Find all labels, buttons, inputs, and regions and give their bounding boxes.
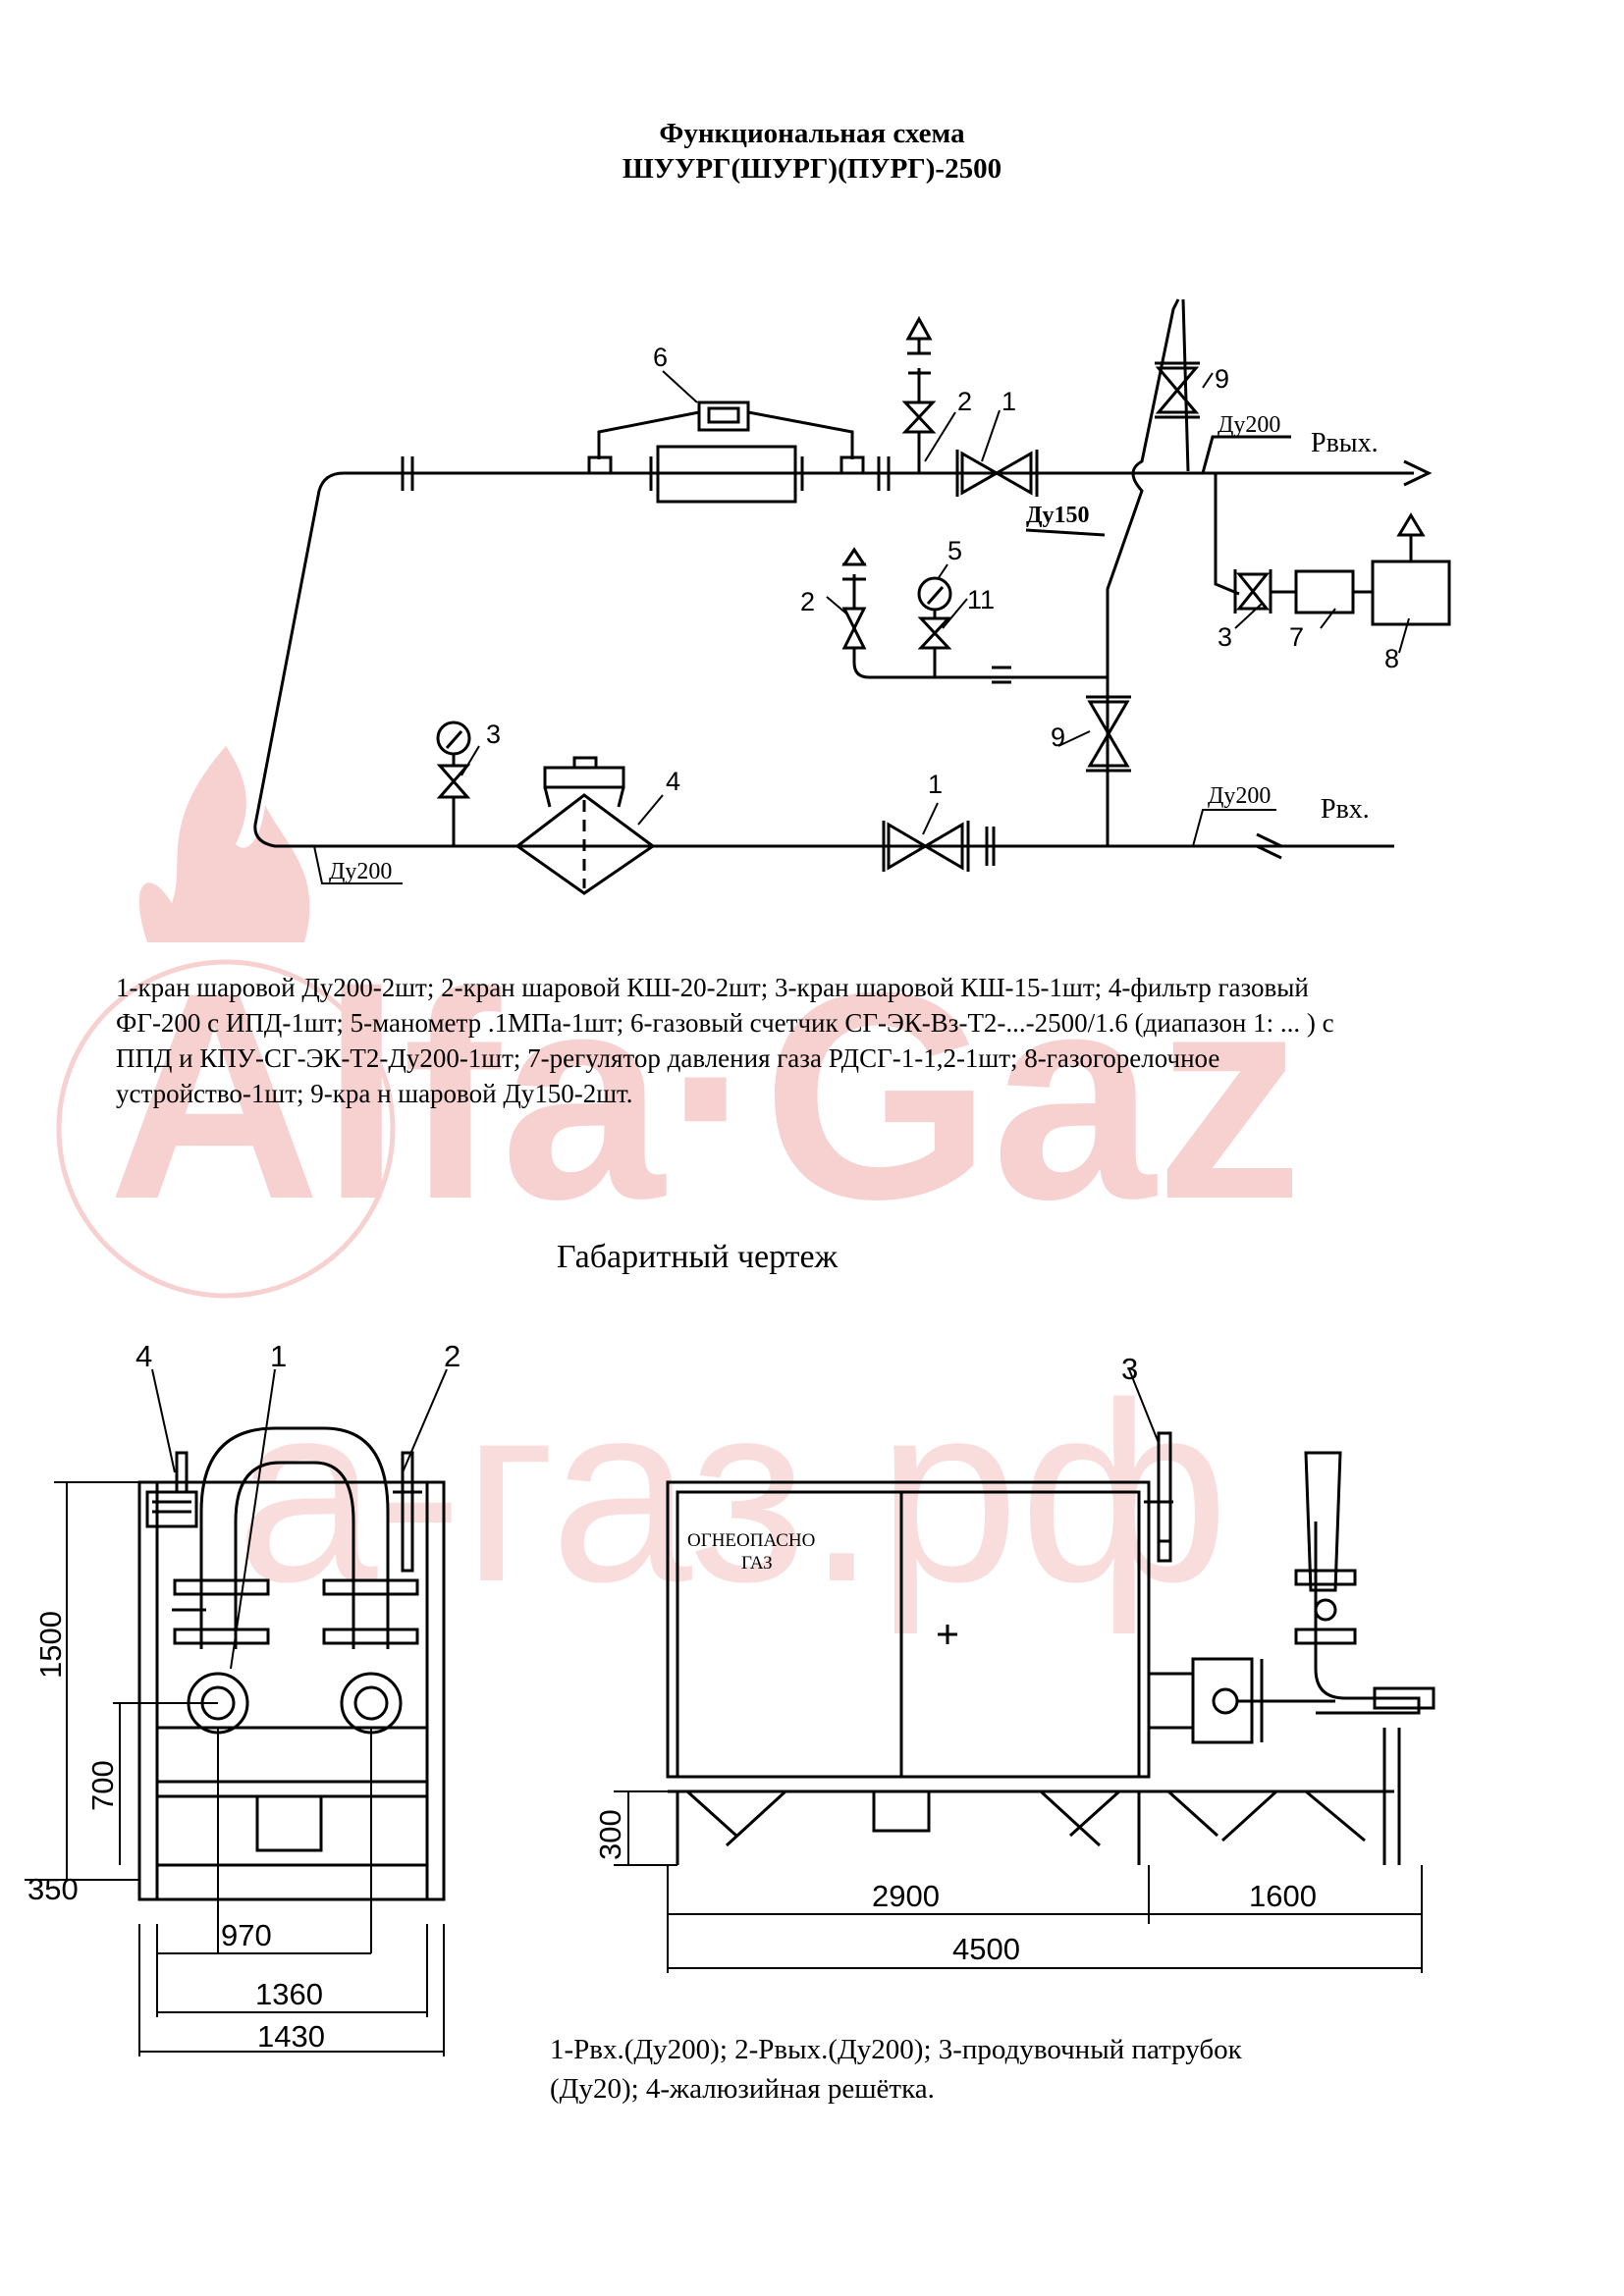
callout-4: 4 xyxy=(666,767,680,796)
dim-700: 700 xyxy=(85,1760,120,1811)
label-du200-bottom: Ду200 xyxy=(329,859,392,884)
outline-callout-4: 4 xyxy=(135,1339,152,1373)
flange-marks xyxy=(401,456,996,866)
label-p-in: Рвх. xyxy=(1321,794,1370,825)
outline-legend-line: 1-Рвх.(Ду200); 2-Рвых.(Ду200); 3-продуво… xyxy=(550,2034,1242,2065)
ball-valve-9-mid xyxy=(1087,700,1130,768)
scheme-legend-line: ППД и КПУ-СГ-ЭК-Т2-Ду200-1шт; 7-регулято… xyxy=(116,1043,1220,1073)
main-pipe-top xyxy=(253,471,1414,848)
callout-1-top: 1 xyxy=(1001,387,1016,416)
scheme-legend: 1-кран шаровой Ду200-2шт; 2-кран шаровой… xyxy=(116,970,1530,1111)
ball-valve-1-bottom xyxy=(887,822,964,871)
callout-leaders xyxy=(313,370,1410,884)
scheme-legend-line: 1-кран шаровой Ду200-2шт; 2-кран шаровой… xyxy=(116,973,1309,1002)
inlet-arrow-icon xyxy=(1256,832,1282,860)
dim-1500: 1500 xyxy=(33,1611,68,1679)
scheme-legend-line: устройство-1шт; 9-кра н шаровой Ду150-2ш… xyxy=(116,1079,633,1108)
scheme-legend-line: ФГ-200 с ИПД-1шт; 5-манометр .1МПа-1шт; … xyxy=(116,1008,1334,1038)
front-view xyxy=(666,1431,1435,1865)
title-line-2: ШУУРГ(ШУРГ)(ПУРГ)-2500 xyxy=(622,153,1002,185)
valve-2-top xyxy=(901,339,937,473)
side-view xyxy=(137,1426,446,1901)
watermark-logo-ring xyxy=(56,959,396,1299)
outline-callout-1: 1 xyxy=(270,1339,287,1373)
callout-8: 8 xyxy=(1384,644,1399,673)
door-warning-line-1: ОГНЕОПАСНО xyxy=(687,1530,815,1551)
label-du150: Ду150 xyxy=(1026,503,1090,528)
callout-3-left: 3 xyxy=(486,720,501,749)
label-du200-in: Ду200 xyxy=(1208,783,1271,809)
outline-legend: 1-Рвх.(Ду200); 2-Рвых.(Ду200); 3-продуво… xyxy=(550,2030,1434,2109)
outline-legend-line: (Ду20); 4-жалюзийная решётка. xyxy=(550,2073,935,2105)
callout-5: 5 xyxy=(947,536,962,565)
dim-1430: 1430 xyxy=(257,2019,325,2054)
callout-2-top: 2 xyxy=(957,387,972,416)
front-view-dimensions xyxy=(614,1368,1423,1973)
gas-meter xyxy=(656,445,797,504)
callout-3-right: 3 xyxy=(1218,622,1232,652)
label-du200-out: Ду200 xyxy=(1218,412,1280,438)
door-warning-line-2: ГАЗ xyxy=(741,1553,773,1574)
page-title: Функциональная схема ШУУРГ(ШУРГ)(ПУРГ)-2… xyxy=(0,116,1624,187)
callout-9-mid: 9 xyxy=(1051,722,1065,752)
outline-title: Габаритный чертеж xyxy=(556,1239,839,1275)
dim-970: 970 xyxy=(221,1918,272,1952)
ball-valve-1-top xyxy=(960,451,1033,496)
gas-filter-4 xyxy=(514,793,656,895)
ball-valve-9-top xyxy=(1155,366,1200,414)
dim-4500: 4500 xyxy=(952,1932,1020,1966)
watermark-flame-icon xyxy=(138,746,310,942)
outline-callout-3: 3 xyxy=(1121,1352,1138,1386)
outline-callout-2: 2 xyxy=(444,1339,460,1373)
outlet-arrow-icon xyxy=(1403,459,1433,487)
callout-1-bottom: 1 xyxy=(928,770,943,799)
callout-7: 7 xyxy=(1289,622,1304,652)
callout-6: 6 xyxy=(653,343,668,372)
bypass-riser xyxy=(1106,298,1180,846)
callout-2-mid: 2 xyxy=(800,587,815,616)
title-line-1: Функциональная схема xyxy=(659,118,965,149)
callout-9-top: 9 xyxy=(1215,364,1229,394)
label-p-out: Рвых. xyxy=(1311,428,1379,458)
callout-11: 11 xyxy=(967,585,995,614)
dim-1600: 1600 xyxy=(1249,1879,1317,1913)
dim-350: 350 xyxy=(27,1872,79,1906)
side-view-dimensions xyxy=(25,1481,445,2056)
watermark-brand: Alfa·Gaz xyxy=(108,931,1303,1260)
dim-1360: 1360 xyxy=(255,1977,323,2011)
outline-callout-leaders xyxy=(151,1368,448,1670)
dim-2900: 2900 xyxy=(872,1879,940,1913)
regulator-branch xyxy=(1214,473,1240,596)
dim-300: 300 xyxy=(593,1809,627,1860)
